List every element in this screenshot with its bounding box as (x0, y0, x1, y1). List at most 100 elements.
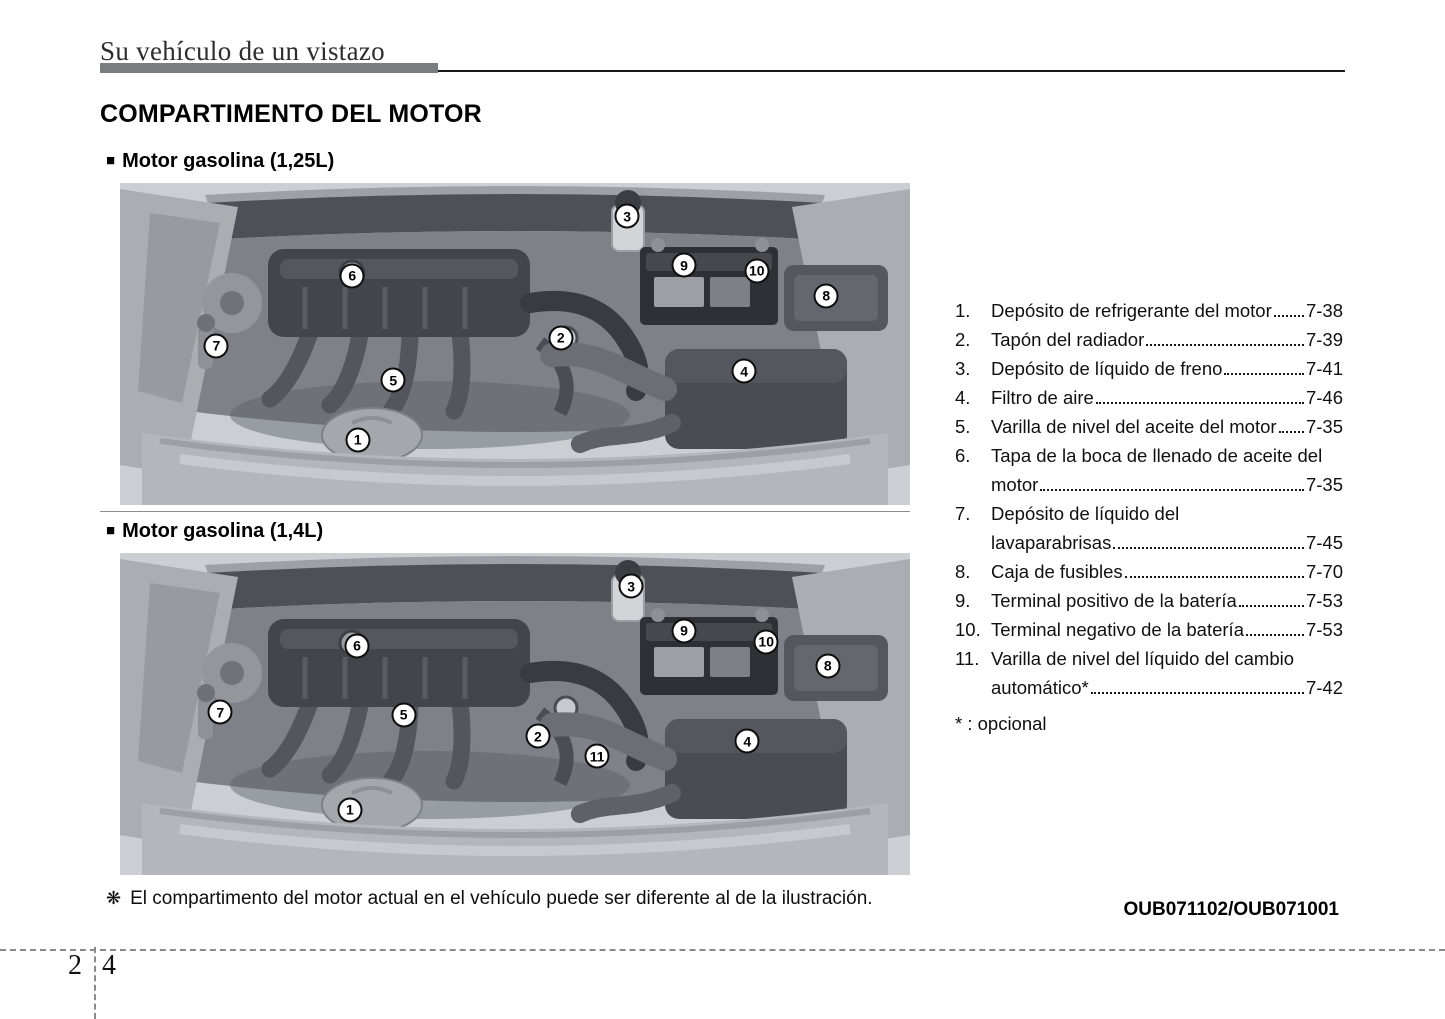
callout-6: 6 (339, 263, 365, 289)
part-number: 10. (955, 619, 981, 640)
dot-leader (1224, 372, 1304, 375)
part-label: Filtro de aire (991, 387, 1094, 408)
parts-list-line: 2. Tapón del radiador 7-39 (955, 325, 1343, 354)
section-marker-icon: ■ (106, 522, 116, 539)
part-number: 9. (955, 590, 971, 611)
part-page-ref: 7-42 (1305, 677, 1343, 698)
figure-2-label: ■ Motor gasolina (1,4L) (106, 520, 323, 543)
callout-5: 5 (391, 702, 417, 728)
dot-leader (1095, 401, 1304, 404)
parts-list-footnote: * : opcional (955, 713, 1047, 734)
part-page-ref: 7-35 (1305, 474, 1343, 495)
part-page-ref: 7-38 (1305, 300, 1343, 321)
page-number: 4 (102, 950, 116, 981)
part-page-ref: 7-35 (1305, 416, 1343, 437)
parts-list-line: 5. Varilla de nivel del aceite del motor 7… (955, 412, 1343, 441)
dot-leader (1146, 343, 1304, 346)
part-number: 7. (955, 503, 971, 524)
part-label: lavaparabrisas (991, 532, 1112, 553)
callout-2: 2 (525, 723, 551, 749)
part-page-ref: 7-46 (1305, 387, 1343, 408)
part-label: Depósito de líquido del (991, 503, 1180, 524)
parts-list-line: 7. Depósito de líquido del (955, 499, 1343, 528)
part-label: Varilla de nivel del líquido del cambio (991, 648, 1295, 669)
dot-leader (1113, 546, 1304, 549)
callout-10: 10 (753, 629, 779, 655)
figure-separator (100, 511, 910, 512)
figure-1-label: ■ Motor gasolina (1,25L) (106, 150, 334, 173)
part-page-ref: 7-41 (1305, 358, 1343, 379)
dot-leader (1273, 314, 1304, 317)
part-page-ref: 7-53 (1305, 590, 1343, 611)
part-number: 5. (955, 416, 971, 437)
chapter-number: 2 (68, 950, 82, 981)
figure-reference-code: OUB071102/OUB071001 (1123, 899, 1339, 920)
callout-1: 1 (345, 427, 371, 453)
parts-list-line: 10. Terminal negativo de la batería 7-53 (955, 615, 1343, 644)
callout-8: 8 (815, 653, 841, 679)
part-label: Terminal negativo de la batería (991, 619, 1244, 640)
part-label: motor (991, 474, 1039, 495)
callout-3: 3 (618, 573, 644, 599)
dot-leader (1278, 430, 1304, 433)
dot-leader (1238, 604, 1304, 607)
parts-list: 1. Depósito de refrigerante del motor 7-38… (955, 296, 1343, 702)
part-label: Depósito de refrigerante del motor (991, 300, 1272, 321)
part-number: 4. (955, 387, 971, 408)
parts-list-line: 9. Terminal positivo de la batería 7-53 (955, 586, 1343, 615)
illustration-disclaimer: ❋El compartimento del motor actual en el… (106, 888, 873, 910)
page-title: COMPARTIMENTO DEL MOTOR (100, 100, 482, 128)
figure-1-label-text: Motor gasolina (1,25L) (122, 150, 335, 172)
part-page-ref: 7-70 (1305, 561, 1343, 582)
callout-8: 8 (813, 283, 839, 309)
callout-11: 11 (584, 743, 610, 769)
part-number: 11. (955, 648, 980, 669)
parts-list-line: lavaparabrisas 7-45 (955, 528, 1343, 557)
callout-6: 6 (344, 633, 370, 659)
footer-crop-line (0, 949, 1445, 951)
part-label: Terminal positivo de la batería (991, 590, 1237, 611)
engine-illustration (120, 553, 910, 875)
footer-crop-vertical-line (94, 947, 96, 1019)
part-page-ref: 7-53 (1305, 619, 1343, 640)
part-label: Varilla de nivel del aceite del motor (991, 416, 1277, 437)
part-number: 2. (955, 329, 971, 350)
callout-1: 1 (337, 797, 363, 823)
figure-2-label-text: Motor gasolina (1,4L) (122, 520, 324, 542)
part-label: Tapón del radiador (991, 329, 1145, 350)
parts-list-line: 8. Caja de fusibles 7-70 (955, 557, 1343, 586)
part-number: 8. (955, 561, 971, 582)
parts-list-panel: 1. Depósito de refrigerante del motor 7-38… (955, 296, 1343, 738)
callout-7: 7 (203, 333, 229, 359)
header-rule (100, 70, 1345, 72)
part-label: Depósito de líquido de freno (991, 358, 1223, 379)
part-number: 1. (955, 300, 971, 321)
dot-leader (1124, 575, 1304, 578)
callout-2: 2 (548, 325, 574, 351)
parts-list-line: 11. Varilla de nivel del líquido del camb… (955, 644, 1343, 673)
dot-leader (1245, 633, 1304, 636)
callout-9: 9 (671, 252, 697, 278)
callout-4: 4 (734, 728, 760, 754)
parts-list-line: 4. Filtro de aire 7-46 (955, 383, 1343, 412)
header-accent-bar (100, 63, 438, 73)
callout-3: 3 (614, 203, 640, 229)
part-label: Caja de fusibles (991, 561, 1123, 582)
dot-leader (1090, 691, 1304, 694)
dot-leader (1040, 488, 1304, 491)
callout-4: 4 (731, 358, 757, 384)
part-page-ref: 7-39 (1305, 329, 1343, 350)
part-number: 6. (955, 445, 971, 466)
callout-7: 7 (207, 699, 233, 725)
callout-10: 10 (744, 258, 770, 284)
illustration-disclaimer-text: El compartimento del motor actual en el … (130, 888, 873, 909)
parts-list-line: 1. Depósito de refrigerante del motor 7-38 (955, 296, 1343, 325)
part-page-ref: 7-45 (1305, 532, 1343, 553)
running-header-title: Su vehículo de un vistazo (100, 36, 385, 66)
section-marker-icon: ■ (106, 152, 116, 169)
part-label: Tapa de la boca de llenado de aceite del (991, 445, 1323, 466)
part-label: automático* (991, 677, 1089, 698)
